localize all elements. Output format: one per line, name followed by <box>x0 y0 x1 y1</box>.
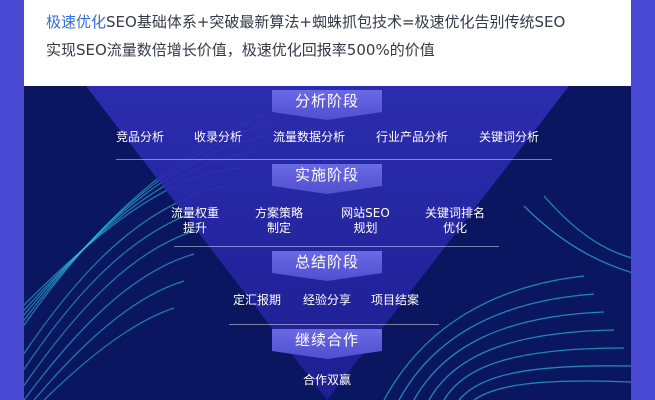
header-box: 极速优化SEO基础体系+突破最新算法+蜘蛛抓包技术=极速优化告别传统SEO 实现… <box>24 0 631 86</box>
implement-item-2-line2: 制定 <box>266 221 291 235</box>
implement-item-2-line1: 方案策略 <box>254 206 303 220</box>
implement-item-3: 网站SEO 规划 <box>338 206 393 236</box>
analysis-item-4: 行业产品分析 <box>376 130 449 144</box>
stage-banners <box>272 90 382 359</box>
swirl-right <box>383 195 631 400</box>
header-line-1-text: SEO基础体系+突破最新算法+蜘蛛抓包技术=极速优化告别传统SEO <box>106 13 566 31</box>
implement-item-1-line2: 提升 <box>182 221 207 235</box>
summary-item-3: 项目结案 <box>371 293 420 307</box>
implement-item-2: 方案策略 制定 <box>254 206 304 236</box>
funnel-shape <box>86 86 569 400</box>
stage-title-continue: 继续合作 <box>294 331 359 349</box>
analysis-item-1: 竞品分析 <box>116 130 165 144</box>
funnel-panel: 分析阶段 竞品分析 收录分析 流量数据分析 行业产品分析 关键词分析 实施阶段 … <box>24 86 631 400</box>
implement-item-3-line1: 网站SEO <box>341 206 390 220</box>
separator-1 <box>116 159 552 160</box>
implement-item-1: 流量权重 提升 <box>170 206 220 236</box>
implement-item-4-line2: 优化 <box>442 221 467 235</box>
header-highlight: 极速优化 <box>46 13 107 31</box>
summary-item-1: 定汇报期 <box>233 293 282 307</box>
implement-item-1-line1: 流量权重 <box>170 206 219 220</box>
stage-title-summary: 总结阶段 <box>294 253 359 271</box>
header-line-1: 极速优化SEO基础体系+突破最新算法+蜘蛛抓包技术=极速优化告别传统SEO <box>46 8 609 36</box>
analysis-item-2: 收录分析 <box>194 130 243 144</box>
analysis-item-5: 关键词分析 <box>479 130 540 144</box>
separator-3 <box>229 324 439 325</box>
analysis-item-3: 流量数据分析 <box>273 130 346 144</box>
funnel-graphic <box>24 86 631 400</box>
summary-item-2: 经验分享 <box>303 293 352 307</box>
continue-item-1: 合作双赢 <box>303 373 352 387</box>
stage-title-implement: 实施阶段 <box>294 166 359 184</box>
stage-title-analysis: 分析阶段 <box>294 92 359 110</box>
left-band <box>0 0 24 400</box>
separator-2 <box>174 246 499 247</box>
header-line-2: 实现SEO流量数倍增长价值，极速优化回报率500%的价值 <box>46 41 435 59</box>
implement-item-4: 关键词排名 优化 <box>424 206 486 236</box>
right-band <box>631 0 655 400</box>
implement-item-4-line1: 关键词排名 <box>424 206 485 220</box>
implement-item-3-line2: 规划 <box>353 221 378 235</box>
